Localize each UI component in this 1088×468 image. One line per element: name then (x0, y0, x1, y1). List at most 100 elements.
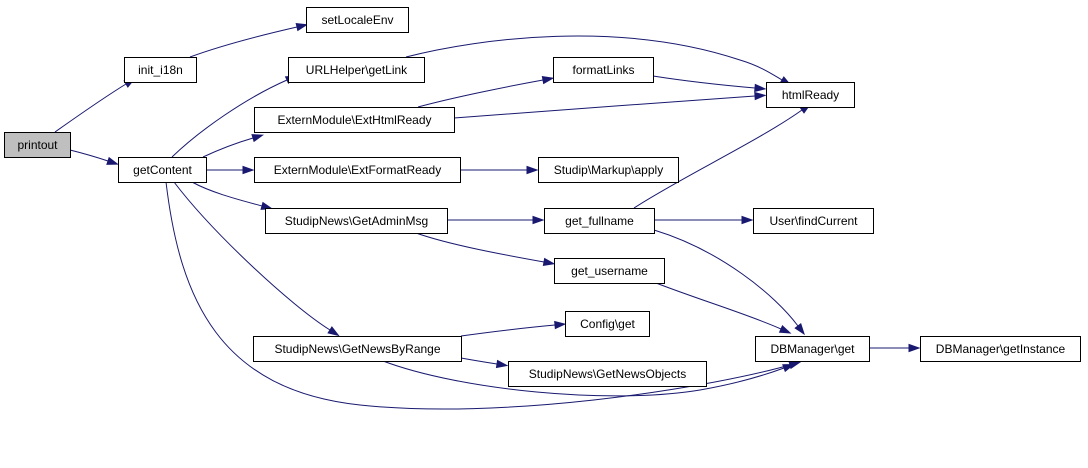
node-box (766, 82, 855, 108)
edge-DBManager_get-to-DBManager_getInstance (869, 343, 921, 353)
edge-line (460, 324, 556, 337)
edge-line (453, 95, 756, 119)
node-label: Studip\Markup\apply (554, 163, 663, 177)
node-box (118, 157, 207, 183)
node-formatLinks[interactable]: formatLinks (553, 57, 654, 83)
node-init_i18n[interactable]: init_i18n (124, 57, 197, 83)
node-box (306, 7, 409, 33)
arrow-head (754, 91, 767, 101)
edge-ExtFormatReady-to-Markup_apply (460, 165, 539, 175)
node-User_findCurrent[interactable]: User\findCurrent (753, 208, 874, 234)
edge-line (633, 109, 803, 209)
edge-ExtHtmlReady-to-htmlReady (453, 91, 767, 119)
edge-get_fullname-to-htmlReady (633, 103, 812, 209)
edge-getContent-to-ExtFormatReady (206, 165, 255, 175)
node-DBManager_getInstance[interactable]: DBManager\getInstance (920, 336, 1081, 362)
node-ExtHtmlReady[interactable]: ExternModule\ExtHtmlReady (254, 107, 455, 133)
node-box (920, 336, 1081, 362)
node-label: User\findCurrent (769, 214, 858, 228)
arrow-head (782, 364, 795, 373)
edge-line (202, 137, 254, 158)
node-label: getContent (133, 163, 192, 177)
node-label: ExternModule\ExtHtmlReady (277, 113, 431, 127)
arrow-head (542, 257, 556, 267)
node-label: Config\get (580, 317, 635, 331)
edge-get_fullname-to-DBManager_get (653, 229, 805, 336)
node-label: get_username (571, 264, 648, 278)
edge-line (54, 83, 127, 133)
node-get_username[interactable]: get_username (554, 258, 665, 284)
arrow-head (295, 23, 309, 32)
node-label: DBManager\get (770, 342, 855, 356)
node-label: URLHelper\getLink (306, 63, 408, 77)
arrow-head (554, 320, 567, 330)
edge-GetNewsByRange-to-Config_get (460, 320, 567, 337)
edge-line (171, 79, 288, 158)
node-GetAdminMsg[interactable]: StudipNews\GetAdminMsg (265, 208, 448, 234)
node-URLHelper_getLink[interactable]: URLHelper\getLink (288, 57, 425, 83)
node-box (554, 258, 665, 284)
edge-get_fullname-to-User_findCurrent (654, 215, 754, 225)
node-box (265, 208, 448, 234)
edge-line (415, 232, 545, 263)
node-Config_get[interactable]: Config\get (565, 311, 650, 337)
edge-getContent-to-GetNewsByRange (173, 181, 340, 337)
arrow-head (242, 165, 255, 175)
edge-printout-to-getContent (69, 149, 119, 165)
node-box (553, 57, 654, 83)
node-ExtFormatReady[interactable]: ExternModule\ExtFormatReady (254, 157, 461, 183)
node-box (538, 157, 679, 183)
node-label: printout (17, 138, 58, 152)
node-GetNewsByRange[interactable]: StudipNews\GetNewsByRange (253, 336, 462, 362)
node-box (253, 336, 462, 362)
arrow-head (532, 215, 545, 225)
node-box (254, 157, 461, 183)
arrow-head (778, 324, 792, 334)
edge-init_i18n-to-setLocaleEnv (189, 23, 309, 58)
edge-line (189, 26, 298, 58)
edge-GetNewsByRange-to-DBManager_get (382, 360, 795, 397)
edge-line (405, 35, 783, 81)
edge-GetNewsByRange-to-GetNewsObjects (460, 357, 509, 369)
edge-line (652, 75, 756, 89)
arrow-head (908, 343, 921, 353)
node-label: htmlReady (782, 88, 839, 102)
arrow-head (495, 359, 509, 369)
arrow-head (526, 165, 539, 175)
edge-line (69, 149, 109, 162)
node-Markup_apply[interactable]: Studip\Markup\apply (538, 157, 679, 183)
edge-line (191, 181, 263, 207)
node-label: StudipNews\GetAdminMsg (285, 214, 428, 228)
arrow-head (327, 326, 340, 337)
node-label: get_fullname (565, 214, 634, 228)
arrow-head (754, 83, 767, 93)
node-DBManager_get[interactable]: DBManager\get (755, 336, 870, 362)
node-box (565, 311, 650, 337)
edge-getContent-to-ExtHtmlReady (202, 134, 265, 158)
edge-printout-to-init_i18n (54, 77, 136, 133)
edge-getContent-to-GetAdminMsg (191, 181, 274, 210)
edge-GetAdminMsg-to-get_fullname (447, 215, 545, 225)
node-box (508, 361, 707, 387)
node-label: formatLinks (572, 63, 634, 77)
node-box (254, 107, 455, 133)
edge-formatLinks-to-htmlReady (652, 75, 767, 93)
edge-line (382, 360, 785, 397)
node-get_fullname[interactable]: get_fullname (544, 208, 655, 234)
edge-get_username-to-DBManager_get (655, 282, 792, 334)
edge-GetAdminMsg-to-get_username (415, 232, 556, 267)
arrow-head (541, 75, 555, 85)
nodes-layer: printoutinit_i18nsetLocaleEnvgetContentU… (4, 7, 1081, 387)
edge-line (655, 282, 782, 330)
node-GetNewsObjects[interactable]: StudipNews\GetNewsObjects (508, 361, 707, 387)
edge-line (173, 181, 331, 331)
node-setLocaleEnv[interactable]: setLocaleEnv (306, 7, 409, 33)
node-printout[interactable]: printout (4, 132, 71, 158)
node-label: StudipNews\GetNewsByRange (274, 342, 440, 356)
node-getContent[interactable]: getContent (118, 157, 207, 183)
node-label: StudipNews\GetNewsObjects (529, 367, 686, 381)
node-htmlReady[interactable]: htmlReady (766, 82, 855, 108)
node-box (124, 57, 197, 83)
node-box (753, 208, 874, 234)
